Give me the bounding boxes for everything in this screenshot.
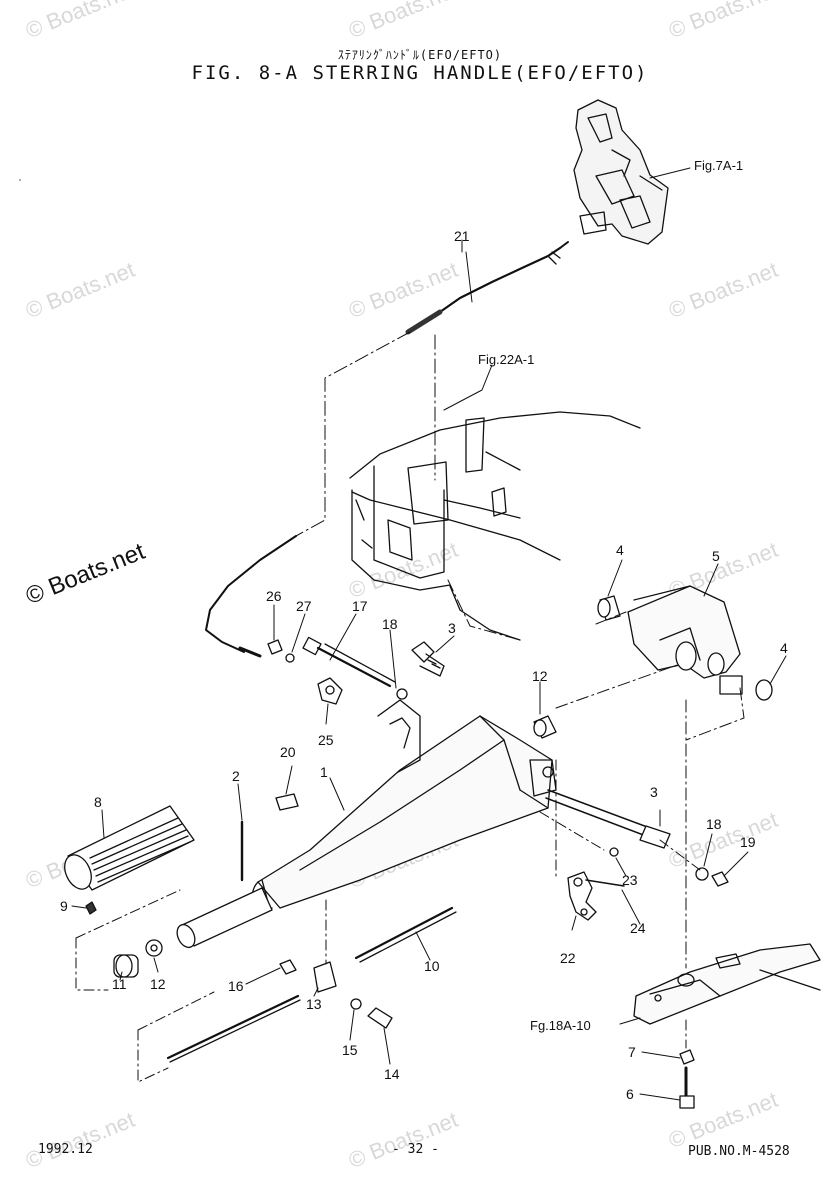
callout-3: 3 [650, 784, 658, 800]
callout-4: 4 [616, 542, 624, 558]
bracket-5 [627, 585, 743, 695]
page-number: - 32 - [392, 1142, 439, 1157]
figure-title: FIG. 8-A STERRING HANDLE(EFO/EFTO) [191, 62, 649, 84]
callout-15: 15 [342, 1042, 358, 1058]
callout-11: 11 [112, 976, 127, 992]
handle-shaft [176, 887, 273, 949]
callout-5: 5 [712, 548, 720, 564]
bolt-3-upper [411, 641, 445, 677]
cable-21 [405, 241, 569, 335]
publication-number: PUB.NO.M-4528 [688, 1144, 790, 1159]
callout-10: 10 [424, 958, 440, 974]
reference-fig18a: Fg.18A-10 [530, 1018, 591, 1033]
callout-22: 22 [560, 950, 576, 966]
swivel-bracket-part [633, 943, 821, 1025]
callout-26: 26 [266, 588, 282, 604]
callout-1: 1 [320, 764, 328, 780]
callout-4: 4 [780, 640, 788, 656]
callout-8: 8 [94, 794, 102, 810]
link-22 [567, 871, 597, 921]
callout-6: 6 [626, 1086, 634, 1102]
callout-18: 18 [382, 616, 398, 632]
reference-fig22a: Fig.22A-1 [478, 352, 535, 367]
callout-17: 17 [352, 598, 368, 614]
callout-18: 18 [706, 816, 722, 832]
callout-14: 14 [384, 1066, 400, 1082]
callout-3: 3 [448, 620, 456, 636]
callout-20: 20 [280, 744, 296, 760]
callout-16: 16 [228, 978, 244, 994]
callout-23: 23 [622, 872, 638, 888]
callout-27: 27 [296, 598, 312, 614]
steering-bracket-part [573, 99, 669, 245]
callout-12: 12 [532, 668, 548, 684]
grip-8 [64, 805, 195, 891]
callout-24: 24 [630, 920, 646, 936]
callout-9: 9 [60, 898, 68, 914]
reference-fig7a: Fig.7A-1 [694, 158, 744, 173]
callout-19: 19 [740, 834, 756, 850]
engine-frame-part [349, 411, 641, 641]
bolt-17 [302, 636, 396, 688]
callout-2: 2 [232, 768, 240, 784]
callout-25: 25 [318, 732, 334, 748]
callout-7: 7 [628, 1044, 636, 1060]
callout-13: 13 [306, 996, 322, 1012]
tiller-arm-1 [251, 699, 557, 911]
callout-12: 12 [150, 976, 166, 992]
figure-subtitle-jp: ｽﾃｱﾘﾝｸﾞﾊﾝﾄﾞﾙ(EFO/EFTO) [337, 48, 503, 62]
footer-date: 1992.12 [38, 1142, 93, 1157]
callout-21: 21 [454, 228, 470, 244]
